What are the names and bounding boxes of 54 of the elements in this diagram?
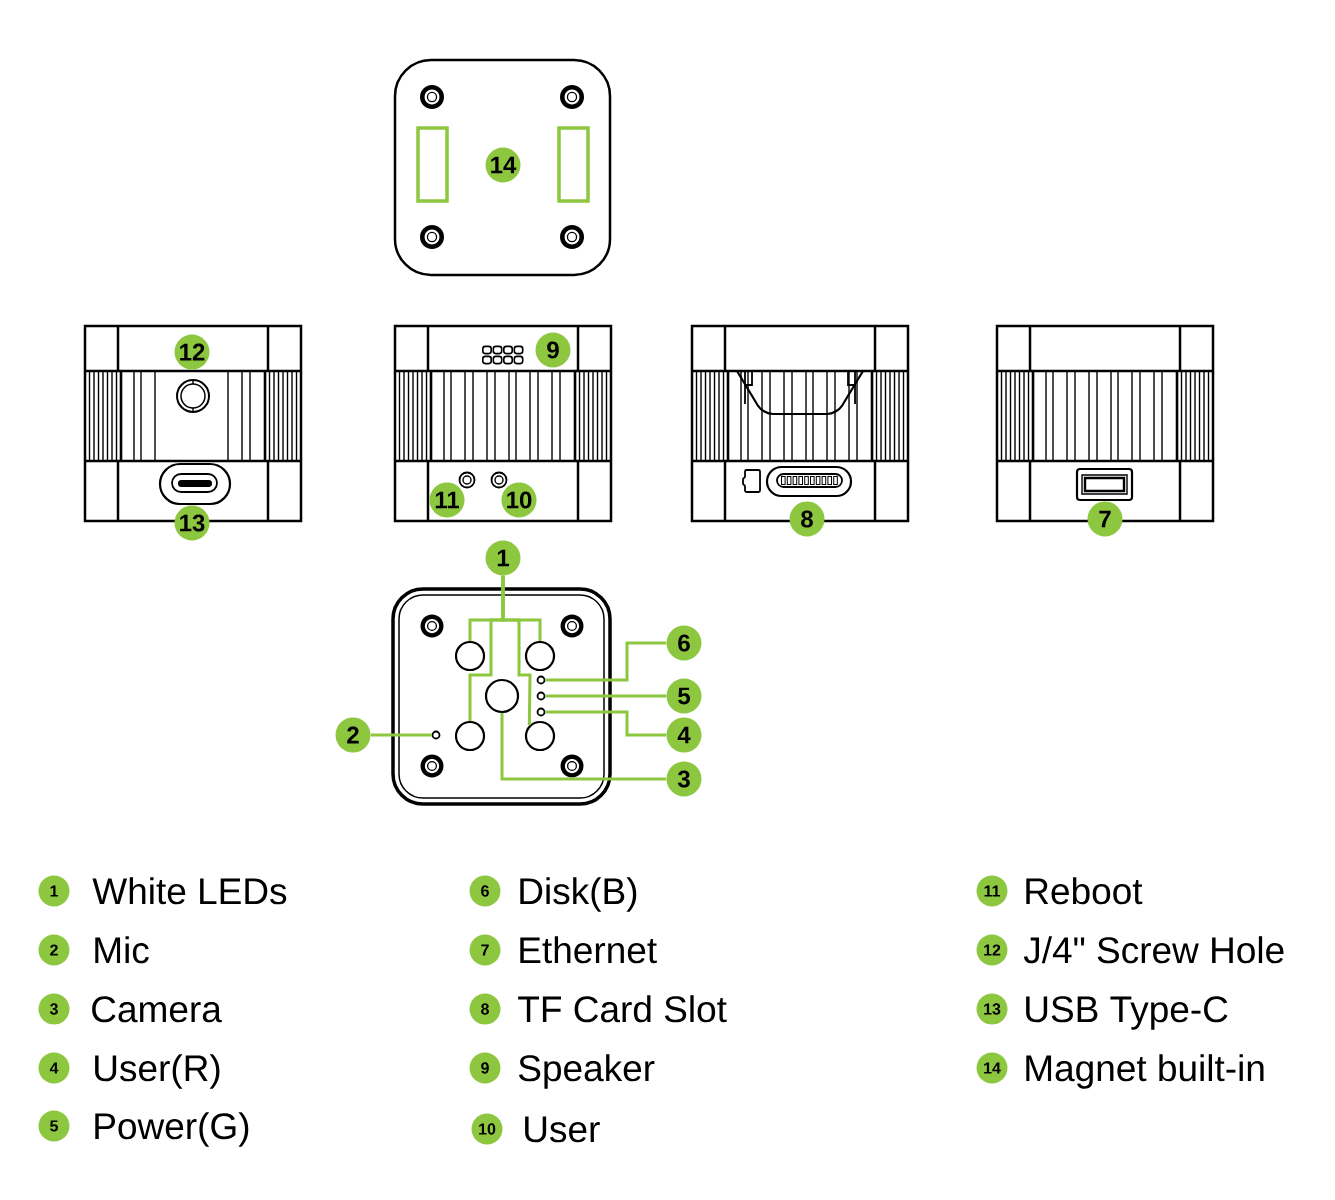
legend-text: User(R) — [95, 1054, 220, 1089]
led-circle — [524, 640, 556, 672]
number-badge: 13 — [976, 993, 1008, 1025]
leader-line — [545, 710, 667, 737]
number-badge: 2 — [38, 934, 70, 966]
leader-line — [545, 694, 667, 698]
led-circle — [524, 720, 556, 752]
legend-text: J/4" Screw Hole — [1023, 936, 1284, 964]
legend-text: Power(G) — [95, 1112, 249, 1147]
legend-text: Camera — [92, 996, 222, 1023]
number-badge: 7 — [469, 934, 501, 966]
legend-text: White LEDs — [92, 877, 287, 905]
number-badge: 4 — [38, 1052, 70, 1084]
legend-text: TF Card Slot — [518, 995, 727, 1023]
callout-number: 12 — [174, 334, 210, 370]
callout-number: 8 — [789, 501, 825, 537]
legend-text: Disk(B) — [520, 877, 637, 912]
callout-number: 9 — [535, 332, 571, 368]
number-badge: 6 — [469, 875, 501, 907]
number-badge: 11 — [976, 875, 1008, 907]
callout-number: 1 — [485, 540, 521, 576]
callout-number: 10 — [501, 482, 537, 518]
led-circle — [454, 640, 486, 672]
number-badge: 8 — [469, 993, 501, 1025]
legend-text: Ethernet — [520, 936, 657, 964]
callout-number: 14 — [485, 147, 521, 183]
number-badge: 14 — [976, 1052, 1008, 1084]
legend-text: Speaker — [518, 1054, 655, 1089]
legend-text: USB Type-C — [1026, 996, 1228, 1030]
number-badge: 10 — [471, 1113, 503, 1145]
legend-text: Reboot — [1026, 877, 1143, 905]
callout-number: 5 — [666, 678, 702, 714]
legend-text: Magnet built-in — [1026, 1054, 1264, 1089]
led-circle — [454, 720, 486, 752]
number-badge: 1 — [38, 875, 70, 907]
leader-line — [501, 575, 532, 726]
leader-line — [370, 733, 432, 737]
callout-number: 7 — [1087, 501, 1123, 537]
legend-text: Mic — [95, 936, 149, 964]
number-badge: 12 — [976, 934, 1008, 966]
callout-number: 4 — [666, 717, 702, 753]
callout-number: 6 — [666, 625, 702, 661]
legend-text: User — [525, 1116, 600, 1143]
number-badge: 5 — [38, 1110, 70, 1142]
mic-hole — [431, 730, 441, 740]
leader-line — [500, 713, 667, 781]
callout-number: 11 — [429, 482, 465, 518]
camera-lens — [484, 678, 520, 714]
callout-number: 2 — [335, 717, 371, 753]
leader-line — [545, 641, 667, 682]
number-badge: 9 — [469, 1052, 501, 1084]
callout-number: 13 — [174, 505, 210, 541]
number-badge: 3 — [38, 993, 70, 1025]
callout-number: 3 — [666, 761, 702, 797]
